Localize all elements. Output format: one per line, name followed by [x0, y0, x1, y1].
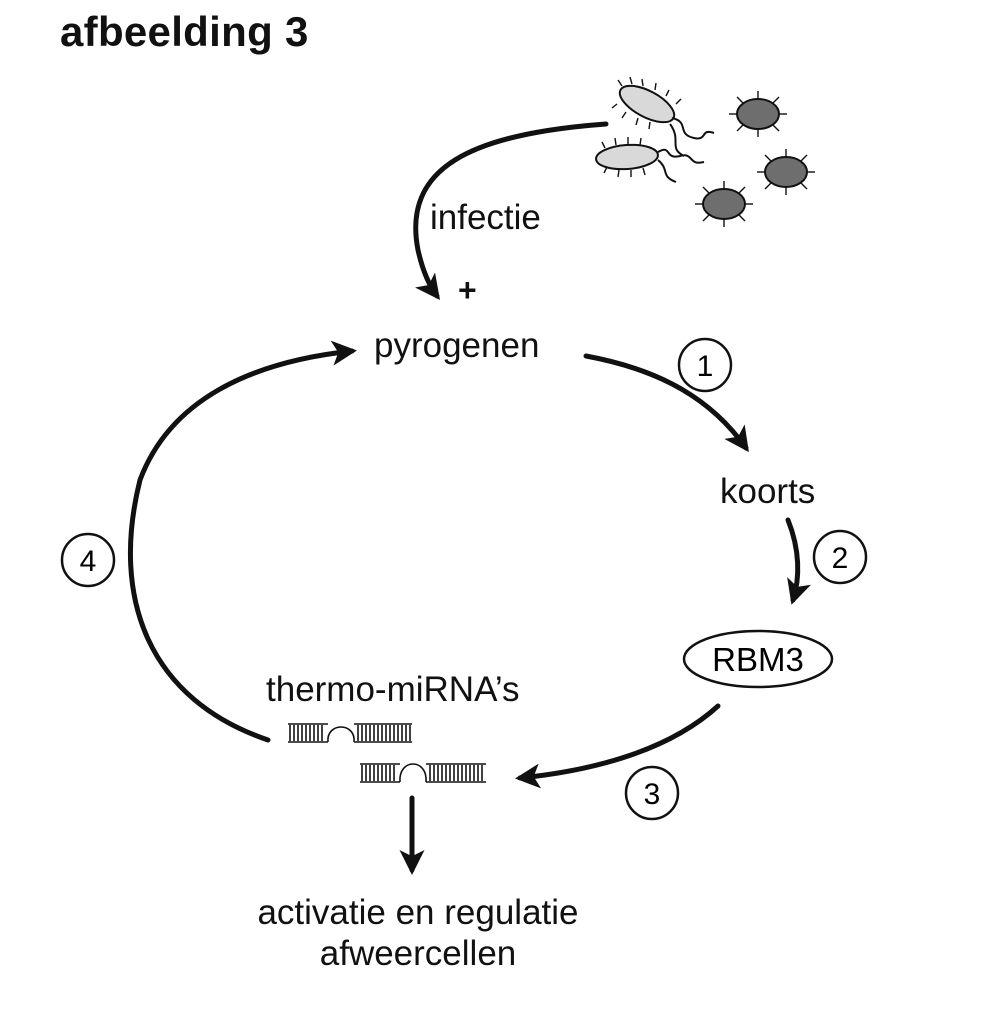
step-marker-2: 2	[812, 529, 868, 585]
outcome-line-1: activatie en regulatie	[257, 893, 579, 932]
step-marker-3: 3	[624, 765, 680, 821]
outcome-label: activatie en regulatie afweercellen	[0, 892, 836, 975]
arrow-step-3	[515, 703, 721, 789]
mirna-label: thermo-miRNA’s	[266, 670, 520, 709]
mirna-hairpin-icon	[288, 723, 412, 743]
bacteria-illustration	[595, 76, 815, 227]
coccus-bacterium-icon	[729, 91, 787, 137]
figure-title: afbeelding 3	[60, 8, 309, 55]
svg-text:4: 4	[80, 545, 97, 578]
arrow-step-4	[127, 340, 357, 743]
mirna-hairpin-icon	[360, 763, 486, 783]
step-marker-4: 4	[60, 532, 116, 588]
coccus-bacterium-icon	[695, 181, 753, 227]
infection-label: infectie	[430, 198, 541, 237]
svg-text:1: 1	[697, 350, 714, 383]
arrow-step-1	[583, 353, 749, 453]
rbm3-node: RBM3	[682, 629, 834, 689]
rod-bacterium-icon	[595, 137, 705, 183]
svg-text:RBM3: RBM3	[712, 641, 804, 678]
pyrogens-label: pyrogenen	[374, 326, 540, 365]
step-marker-1: 1	[677, 337, 733, 393]
fever-label: koorts	[720, 472, 816, 511]
outcome-line-2: afweercellen	[319, 934, 517, 974]
infection-arrow	[413, 121, 609, 301]
coccus-bacterium-icon	[757, 149, 815, 195]
arrow-step-2	[785, 517, 811, 605]
svg-text:2: 2	[832, 542, 849, 575]
rod-bacterium-icon	[611, 76, 715, 157]
plus-sign: +	[458, 272, 477, 308]
svg-text:3: 3	[644, 778, 661, 811]
